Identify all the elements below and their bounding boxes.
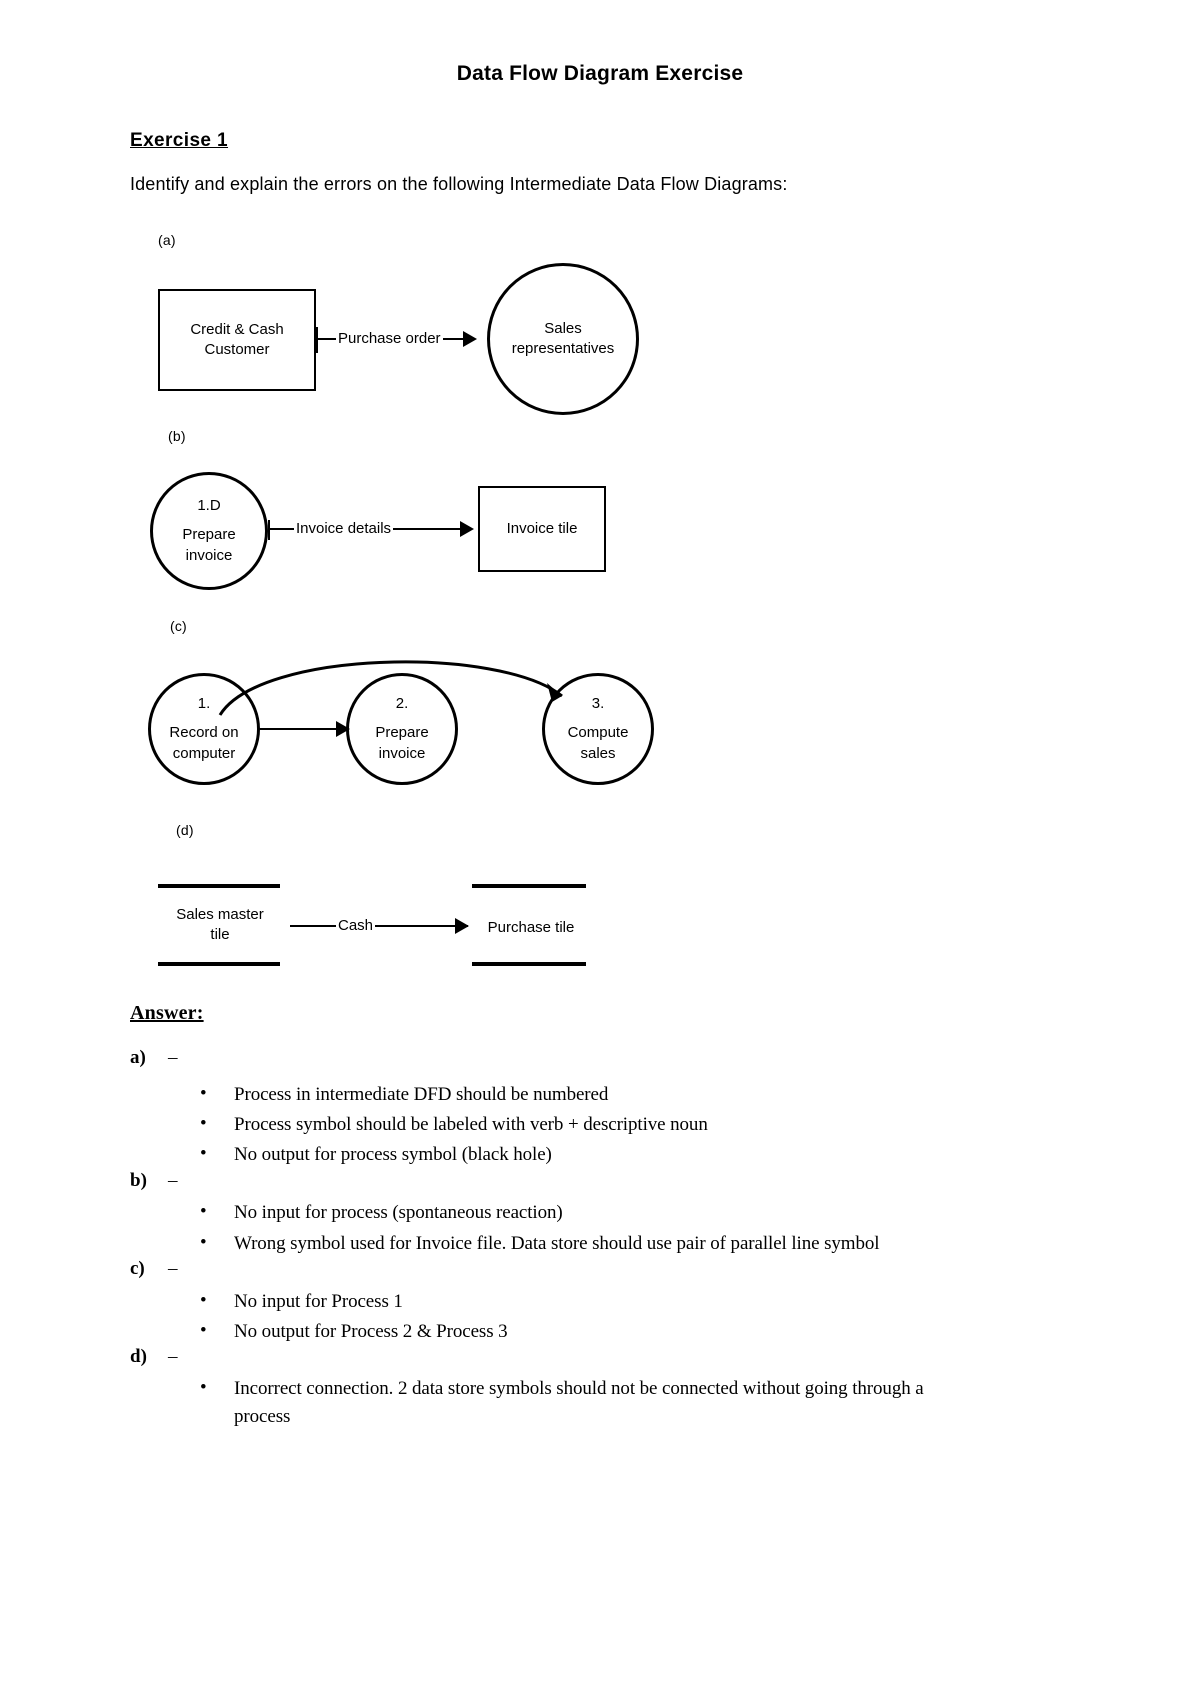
answer-bullet-a-2: • Process symbol should be labeled with … xyxy=(200,1111,1000,1139)
answer-bullet-text: Process symbol should be labeled with ve… xyxy=(234,1114,708,1135)
flow-stub-b xyxy=(268,520,270,540)
data-store-1-line2: tile xyxy=(210,926,230,944)
answer-bullet-c-1: • No input for Process 1 xyxy=(200,1288,1000,1316)
process-3-number: 3. xyxy=(591,695,605,713)
entity-label-line2: Customer xyxy=(204,341,270,358)
answer-bullet-text: No output for Process 2 & Process 3 xyxy=(234,1321,508,1342)
invoice-file-box: Invoice tile xyxy=(478,486,606,572)
answer-bullet-text: Wrong symbol used for Invoice file. Data… xyxy=(234,1233,880,1254)
process-1-number: 1. xyxy=(197,695,211,713)
answer-dash-a: – xyxy=(168,1047,178,1068)
bullet-icon: • xyxy=(200,1201,207,1222)
flow-line-d xyxy=(290,925,468,927)
data-store-2-label: Purchase tile xyxy=(466,918,596,938)
diagram-c-label: (c) xyxy=(170,618,187,634)
bullet-icon: • xyxy=(200,1232,207,1253)
bullet-icon: • xyxy=(200,1143,207,1164)
process-1-line2: computer xyxy=(172,744,236,762)
process-2-line2: invoice xyxy=(378,744,426,762)
exercise-heading: Exercise 1 xyxy=(130,130,229,151)
process-prepare-invoice-b: 1.D Prepare invoice xyxy=(150,472,268,590)
answer-bullet-a-1: • Process in intermediate DFD should be … xyxy=(200,1081,1000,1109)
data-store-2-bottom-line xyxy=(472,962,586,966)
process-2-number: 2. xyxy=(395,695,409,713)
process-label-line2: representatives xyxy=(511,340,615,357)
answer-bullet-text: No input for process (spontaneous reacti… xyxy=(234,1202,563,1223)
answer-marker-a: a) xyxy=(130,1047,146,1068)
bullet-icon: • xyxy=(200,1113,207,1134)
process-number-b: 1.D xyxy=(197,497,221,515)
process-3-line1: Compute xyxy=(567,724,629,742)
data-store-1-label: Sales master tile xyxy=(150,905,290,946)
answer-bullet-a-3: • No output for process symbol (black ho… xyxy=(200,1141,1000,1169)
answer-marker-b: b) xyxy=(130,1170,147,1191)
bullet-icon: • xyxy=(200,1377,207,1398)
answer-marker-d: d) xyxy=(130,1346,147,1367)
answer-bullet-text: No input for Process 1 xyxy=(234,1291,403,1312)
data-store-2-top-line xyxy=(472,884,586,888)
process-3-line2: sales xyxy=(580,744,616,762)
process-2-line1: Prepare xyxy=(375,724,429,742)
invoice-file-label: Invoice tile xyxy=(506,519,578,537)
data-store-2-line1: Purchase tile xyxy=(487,919,575,936)
data-store-1-bottom-line xyxy=(158,962,280,966)
answer-bullet-d-1: • Incorrect connection. 2 data store sym… xyxy=(200,1375,960,1430)
flow-label-purchase-order: Purchase order xyxy=(336,330,443,347)
arrow-head-b xyxy=(460,521,474,537)
diagram-d-label: (d) xyxy=(176,822,194,838)
process-label-line1: Sales xyxy=(544,319,582,337)
process-label-line2-b: invoice xyxy=(185,546,233,564)
process-2-prepare-invoice: 2. Prepare invoice xyxy=(346,673,458,785)
process-1-line1: Record on xyxy=(169,724,239,742)
exercise-prompt: Identify and explain the errors on the f… xyxy=(130,174,788,194)
answer-bullet-text: Incorrect connection. 2 data store symbo… xyxy=(234,1378,924,1427)
process-1-record-on-computer: 1. Record on computer xyxy=(148,673,260,785)
bullet-icon: • xyxy=(200,1320,207,1341)
answer-dash-c: – xyxy=(168,1258,178,1279)
answer-bullet-text: No output for process symbol (black hole… xyxy=(234,1144,552,1165)
answer-dash-b: – xyxy=(168,1170,178,1191)
flow-label-cash: Cash xyxy=(336,917,376,934)
diagram-a-label: (a) xyxy=(158,232,176,248)
arrow-head-d xyxy=(455,918,469,934)
flow-line-1-to-2 xyxy=(258,728,342,730)
process-3-compute-sales: 3. Compute sales xyxy=(542,673,654,785)
answer-bullet-c-2: • No output for Process 2 & Process 3 xyxy=(200,1318,1000,1346)
data-store-1-top-line xyxy=(158,884,280,888)
answer-heading: Answer: xyxy=(130,1002,204,1024)
process-label-line1-b: Prepare xyxy=(182,526,236,544)
flow-stub-a xyxy=(316,327,318,353)
answer-bullet-b-2: • Wrong symbol used for Invoice file. Da… xyxy=(200,1230,1000,1258)
flow-label-invoice-details: Invoice details xyxy=(294,520,394,537)
data-store-1-line1: Sales master xyxy=(176,906,264,923)
bullet-icon: • xyxy=(200,1083,207,1104)
answer-marker-c: c) xyxy=(130,1258,145,1279)
page-title: Data Flow Diagram Exercise xyxy=(456,62,744,85)
answer-bullet-b-1: • No input for process (spontaneous reac… xyxy=(200,1199,1000,1227)
answer-dash-d: – xyxy=(168,1346,178,1367)
answer-bullet-text: Process in intermediate DFD should be nu… xyxy=(234,1084,609,1105)
process-sales-representatives: Sales representatives xyxy=(487,263,639,415)
arrow-head-a xyxy=(463,331,477,347)
entity-label-line1: Credit & Cash xyxy=(190,320,284,338)
bullet-icon: • xyxy=(200,1290,207,1311)
external-entity-credit-cash-customer: Credit & Cash Customer xyxy=(158,289,316,391)
diagram-b-label: (b) xyxy=(168,428,186,444)
